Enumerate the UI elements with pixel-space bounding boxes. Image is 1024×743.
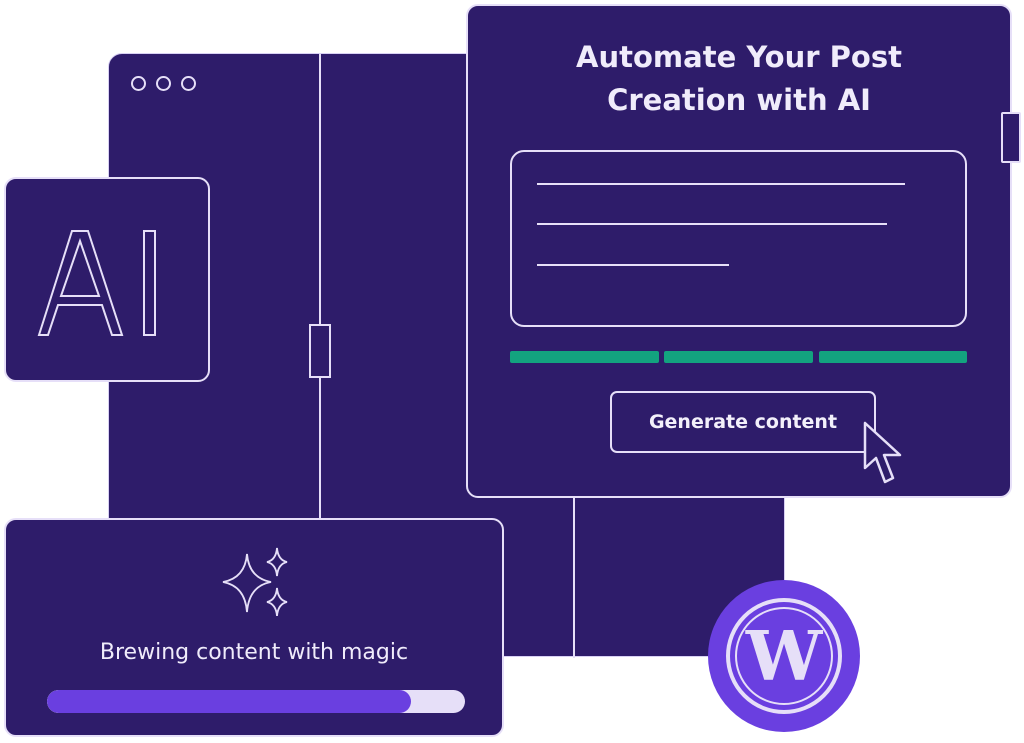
window-dot-icon [156,76,171,91]
status-message: Brewing content with magic [99,640,409,665]
title-line: Automate Your Post [576,40,902,74]
progress-fill [47,690,411,713]
content-textarea[interactable] [510,150,967,327]
step-indicator [819,351,967,363]
panel-title: Automate Your Post Creation with AI [468,36,1010,122]
progress-bar [47,690,465,713]
pane-divider [573,498,575,658]
ai-generator-panel: Automate Your Post Creation with AI Gene… [466,4,1012,498]
cursor-icon [863,421,902,484]
wordpress-logo-icon: W [708,580,860,732]
text-placeholder-line [537,183,905,185]
title-line: Creation with AI [607,83,871,117]
svg-text:W: W [745,617,824,697]
sparkles-icon [222,547,288,616]
text-placeholder-line [537,223,887,225]
window-dot-icon [181,76,196,91]
resize-handle[interactable] [309,324,331,378]
pane-divider [319,54,321,518]
resize-handle[interactable] [1001,112,1021,163]
ai-letters [37,230,156,336]
step-indicator [510,351,659,363]
ai-badge: AI [4,177,210,382]
status-card: Brewing content with magic [4,518,504,737]
window-dot-icon [131,76,146,91]
generate-content-button[interactable]: Generate content [610,391,876,453]
text-placeholder-line [537,264,729,266]
step-indicator [664,351,813,363]
